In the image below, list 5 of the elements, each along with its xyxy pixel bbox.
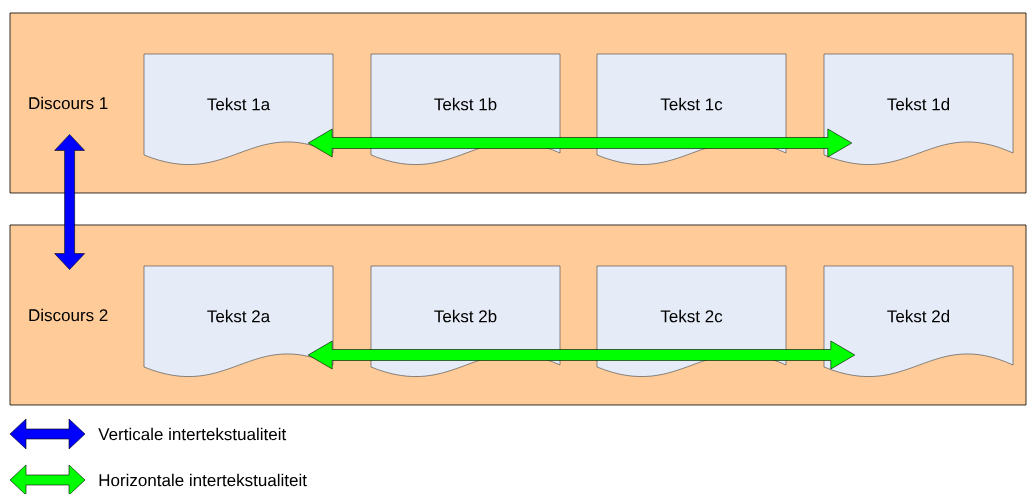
double-arrow <box>54 134 85 270</box>
double-arrow <box>307 128 853 158</box>
double-arrow <box>307 340 856 370</box>
legend-label: Verticale intertekstualiteit <box>98 427 287 441</box>
legend-label: Horizontale intertekstualiteit <box>99 473 307 487</box>
